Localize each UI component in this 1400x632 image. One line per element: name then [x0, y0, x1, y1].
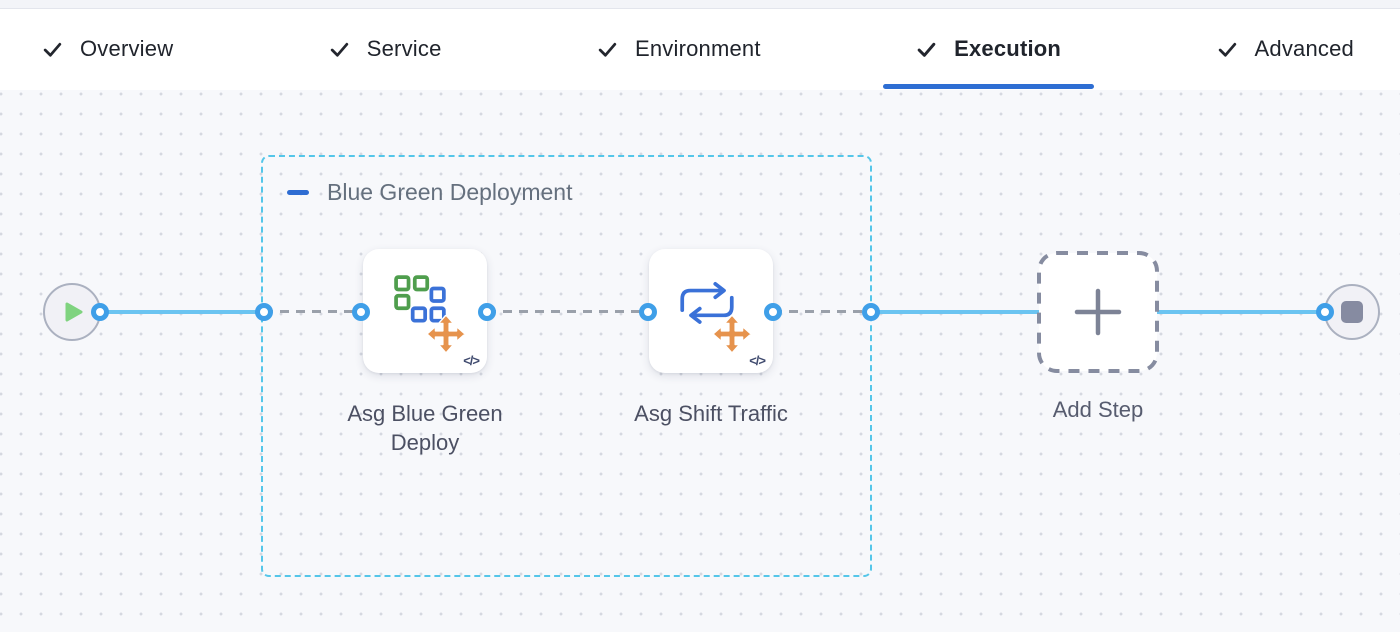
tab-overview[interactable]: Overview: [42, 9, 173, 89]
node-port: [255, 303, 273, 321]
tab-label: Service: [366, 36, 442, 61]
top-strip: [0, 0, 1400, 9]
node-port: [862, 303, 880, 321]
asg-shift-traffic-icon: [680, 281, 734, 324]
tab-label: Overview: [80, 36, 174, 61]
tab-execution[interactable]: Execution: [883, 9, 1094, 89]
node-port: [1316, 303, 1334, 321]
tab-bar: Overview Service Environment Execution A…: [0, 9, 1400, 89]
asg-blue-green-deploy-icon: [394, 275, 446, 323]
node-port: [639, 303, 657, 321]
check-icon: [1218, 42, 1236, 57]
check-icon: [43, 42, 62, 57]
move-arrows-icon: [427, 315, 465, 353]
step-label: Asg Shift Traffic: [634, 401, 788, 426]
group-collapse-button[interactable]: [287, 185, 309, 201]
edge-start-to-group: [100, 310, 264, 314]
edge-step1-to-step2: [487, 310, 648, 313]
check-icon: [917, 42, 936, 57]
node-port: [352, 303, 370, 321]
step-node-asg-blue-green-deploy[interactable]: </>: [363, 249, 487, 373]
blue-green-deployment-group: Blue Green Deployment: [261, 155, 872, 577]
node-port: [764, 303, 782, 321]
play-icon: [65, 302, 83, 322]
tab-environment[interactable]: Environment: [597, 9, 761, 89]
move-arrows-icon: [713, 315, 751, 353]
code-icon: </>: [463, 353, 480, 368]
tab-label: Advanced: [1254, 36, 1354, 61]
pipeline-canvas[interactable]: Blue Green Deployment </>: [0, 90, 1400, 632]
group-header: Blue Green Deployment: [287, 179, 572, 206]
edge-step2-to-group: [773, 310, 871, 313]
tab-service[interactable]: Service: [329, 9, 442, 89]
check-icon: [330, 42, 348, 57]
node-port: [478, 303, 496, 321]
plus-icon: [1074, 288, 1122, 336]
edge-group-to-step1: [264, 310, 361, 313]
add-step-box: [1037, 251, 1159, 373]
tab-label: Environment: [634, 36, 761, 61]
code-icon: </>: [749, 353, 766, 368]
minus-icon: [287, 190, 309, 195]
step-label: Asg Blue Green Deploy: [347, 401, 503, 456]
tab-advanced[interactable]: Advanced: [1217, 9, 1354, 89]
check-icon: [598, 42, 617, 57]
add-step-label: Add Step: [1052, 397, 1144, 422]
stop-icon: [1341, 301, 1363, 323]
step-node-asg-shift-traffic[interactable]: </>: [649, 249, 773, 373]
group-label: Blue Green Deployment: [327, 179, 573, 205]
add-step-button[interactable]: [1036, 250, 1160, 374]
tab-label: Execution: [954, 36, 1062, 61]
node-port: [91, 303, 109, 321]
